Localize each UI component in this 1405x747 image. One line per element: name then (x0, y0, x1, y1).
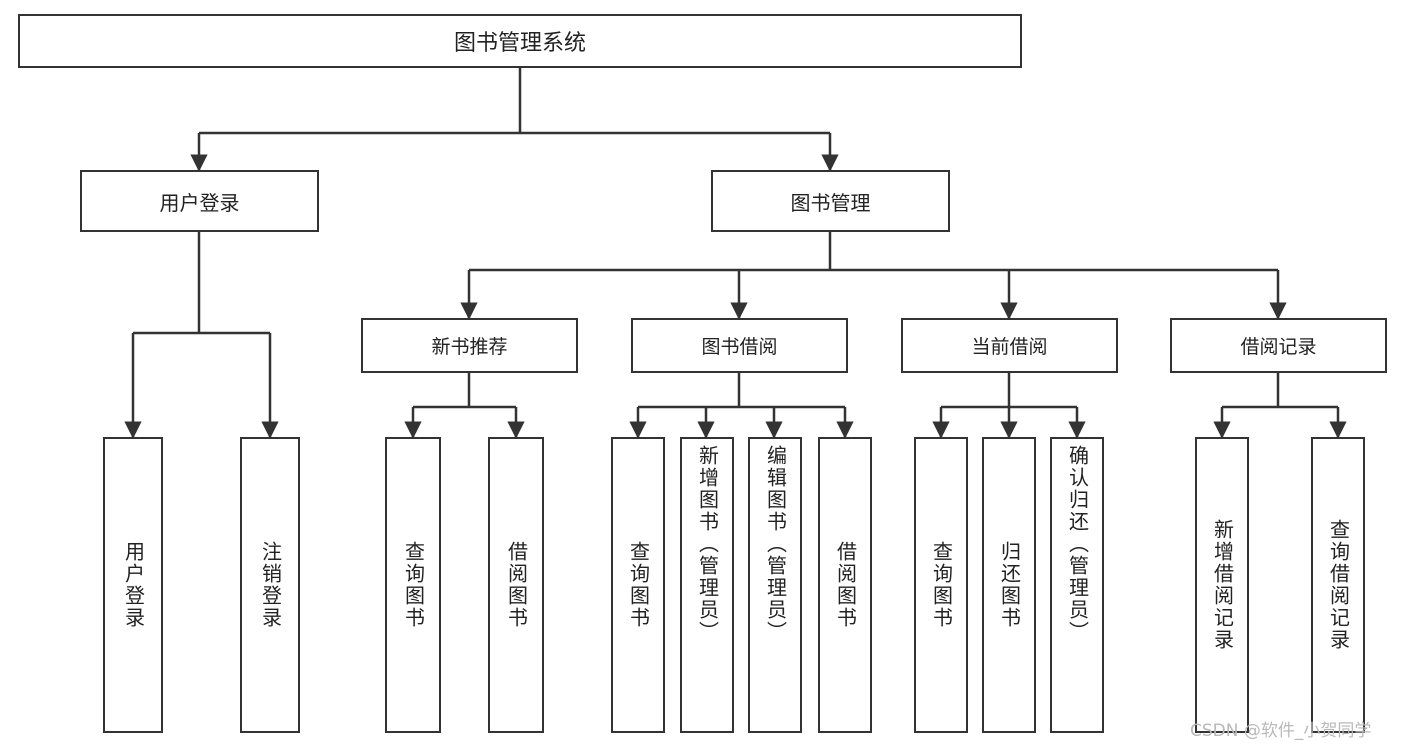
leaf-query-book-recommend[interactable]: 查询图书 (385, 437, 441, 733)
leaf-confirm-return-admin[interactable]: 确认归还（管理员） (1050, 437, 1104, 733)
leaf-query-book-borrow[interactable]: 查询图书 (611, 437, 665, 733)
leaf-user-login[interactable]: 用户登录 (103, 437, 163, 733)
node-book-management[interactable]: 图书管理 (711, 170, 950, 232)
node-new-book-recommend[interactable]: 新书推荐 (361, 318, 578, 373)
leaf-edit-book-admin[interactable]: 编辑图书（管理员） (748, 437, 802, 733)
leaf-borrow-book-borrow[interactable]: 借阅图书 (818, 437, 872, 733)
node-root-book-management-system[interactable]: 图书管理系统 (18, 14, 1022, 68)
leaf-query-borrow-record[interactable]: 查询借阅记录 (1311, 437, 1365, 733)
leaf-logout-login[interactable]: 注销登录 (240, 437, 300, 733)
leaf-query-book-current[interactable]: 查询图书 (914, 437, 968, 733)
watermark-text: CSDN @软件_小贺同学 (1190, 721, 1372, 741)
node-book-borrow[interactable]: 图书借阅 (631, 318, 848, 373)
node-user-login[interactable]: 用户登录 (80, 170, 319, 232)
leaf-add-book-admin[interactable]: 新增图书（管理员） (680, 437, 734, 733)
leaf-borrow-book-recommend[interactable]: 借阅图书 (488, 437, 544, 733)
leaf-add-borrow-record[interactable]: 新增借阅记录 (1195, 437, 1249, 733)
node-borrow-record[interactable]: 借阅记录 (1170, 318, 1387, 373)
leaf-return-book[interactable]: 归还图书 (982, 437, 1036, 733)
node-current-borrow[interactable]: 当前借阅 (901, 318, 1118, 373)
